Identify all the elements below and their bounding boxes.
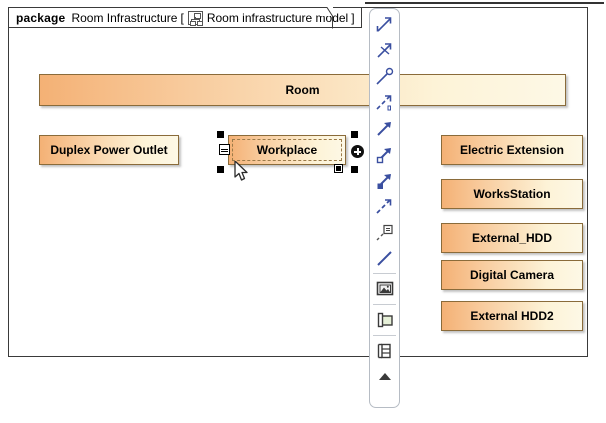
- palette-separator: [373, 335, 396, 336]
- composition-icon[interactable]: [370, 167, 399, 193]
- frame-header-tab[interactable]: package Room Infrastructure [ Room infra…: [8, 7, 362, 28]
- class-node-electric-extension[interactable]: Electric Extension: [441, 135, 583, 165]
- class-node-external-hdd2[interactable]: External HDD2: [441, 301, 583, 331]
- frame-name: Room Infrastructure: [71, 10, 178, 25]
- resize-handle-icon[interactable]: [334, 164, 343, 173]
- class-node-label: External_HDD: [471, 231, 553, 245]
- image-shape-icon[interactable]: [370, 276, 399, 302]
- palette-separator: [373, 273, 396, 274]
- mouse-pointer-icon: [234, 161, 248, 181]
- class-node-label: External HDD2: [470, 309, 554, 323]
- frame-bracket-close: ]: [351, 10, 355, 25]
- class-node-label: Duplex Power Outlet: [50, 143, 168, 157]
- ports-badge-icon[interactable]: [219, 144, 230, 155]
- resize-handle-bottom-left[interactable]: [217, 166, 224, 173]
- class-node-label: Digital Camera: [469, 268, 555, 282]
- realization-icon[interactable]: [370, 193, 399, 219]
- class-node-digital-camera[interactable]: Digital Camera: [441, 260, 583, 290]
- frame-tab-corner: [320, 7, 333, 29]
- line-plain-icon[interactable]: [370, 245, 399, 271]
- note-anchor-icon[interactable]: [370, 219, 399, 245]
- diagram-name: Room infrastructure model: [206, 10, 349, 25]
- dependency-icon[interactable]: [370, 89, 399, 115]
- connector-circle-icon[interactable]: [370, 63, 399, 89]
- resize-handle-top-right[interactable]: [351, 131, 358, 138]
- frame-bracket-open: [: [180, 10, 184, 25]
- class-node-label: Electric Extension: [459, 143, 565, 157]
- class-node-worksstation[interactable]: WorksStation: [441, 179, 583, 209]
- resize-handle-bottom-right[interactable]: [351, 166, 358, 173]
- frame-keyword: package: [16, 10, 66, 25]
- class-node-label: Workplace: [256, 143, 318, 157]
- class-node-external-hdd[interactable]: External_HDD: [441, 223, 583, 253]
- scroll-up-icon[interactable]: [370, 364, 399, 390]
- add-plus-icon[interactable]: [351, 145, 364, 158]
- top-divider-rule: [365, 2, 604, 4]
- class-diagram-icon: [187, 10, 203, 26]
- class-node-label: WorksStation: [473, 187, 551, 201]
- resize-handle-top-left[interactable]: [217, 131, 224, 138]
- aggregation-icon[interactable]: [370, 141, 399, 167]
- association-class-icon[interactable]: [370, 37, 399, 63]
- class-node-duplex-power-outlet[interactable]: Duplex Power Outlet: [39, 135, 179, 165]
- diagram-palette-toolbar[interactable]: [369, 8, 400, 408]
- class-node-label: Room: [285, 83, 320, 97]
- package-shape-icon[interactable]: [370, 307, 399, 333]
- directed-association-icon[interactable]: [370, 115, 399, 141]
- class-shape-icon[interactable]: [370, 338, 399, 364]
- association-icon[interactable]: [370, 11, 399, 37]
- class-node-room[interactable]: Room: [39, 74, 566, 106]
- palette-separator: [373, 304, 396, 305]
